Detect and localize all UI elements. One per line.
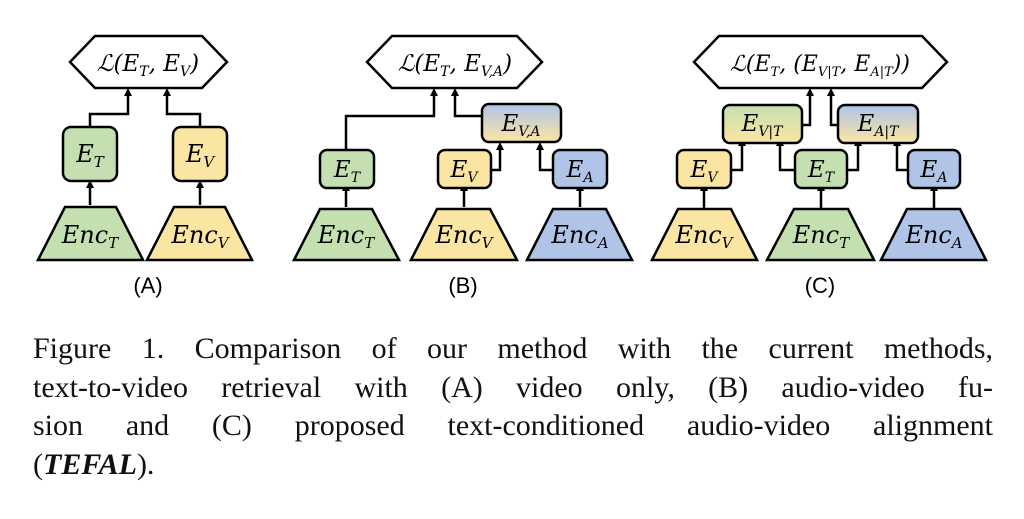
connector bbox=[846, 138, 862, 172]
connector bbox=[893, 138, 908, 172]
embedding-audio-given-text bbox=[836, 103, 920, 145]
encoder-audio bbox=[878, 207, 989, 262]
embedding-video bbox=[171, 125, 229, 183]
connector bbox=[776, 138, 795, 172]
encoder-text bbox=[35, 205, 146, 262]
loss-hexagon bbox=[68, 34, 229, 90]
loss-label: ℒ(ET, EV) bbox=[97, 51, 199, 80]
panel-label: (A) bbox=[133, 273, 162, 298]
connector bbox=[88, 88, 132, 127]
caption-line: text-to-video retrieval with (A) video o… bbox=[33, 370, 993, 404]
panel-c: ℒ(ET, (EV|T, EA|T)) EV|T EA|T EV ET EA E… bbox=[649, 34, 989, 298]
embedding-text bbox=[793, 148, 849, 190]
embedding-audio bbox=[906, 148, 962, 190]
caption-line: sion and (C) proposed text-conditioned a… bbox=[33, 409, 993, 442]
connector bbox=[491, 142, 504, 172]
encoder-video bbox=[408, 207, 520, 262]
connector bbox=[344, 88, 438, 149]
figure-caption: Figure 1. Comparison of our method with … bbox=[33, 330, 993, 484]
encoder-text bbox=[291, 207, 402, 262]
encoder-text bbox=[764, 207, 877, 262]
encoder-video bbox=[649, 207, 760, 262]
encoder-label: EncA bbox=[550, 221, 608, 252]
panel-b: ℒ(ET, EV,A) EV,A ET EV EA EncT EncV EncA… bbox=[291, 34, 635, 298]
embedding-video bbox=[436, 148, 493, 190]
connector bbox=[163, 88, 202, 127]
encoder-video bbox=[144, 205, 255, 262]
embedding-video bbox=[675, 148, 733, 190]
embedding-text bbox=[318, 148, 376, 190]
connector bbox=[731, 138, 746, 172]
embedding-video-given-text bbox=[721, 103, 804, 145]
caption-paren-open: ( bbox=[33, 447, 43, 481]
embedding-text bbox=[61, 125, 119, 183]
connector bbox=[451, 88, 482, 118]
caption-paren-close: ). bbox=[136, 447, 155, 481]
loss-label: ℒ(ET, EV,A) bbox=[398, 51, 512, 80]
connector bbox=[536, 142, 553, 172]
caption-line: (TEFAL). bbox=[33, 446, 993, 485]
caption-line: Figure 1. Comparison of our method with … bbox=[33, 332, 993, 365]
figure-diagram: ℒ(ET, EV) ET EV EncT EncV (A) ℒ(ET, EV,A… bbox=[35, 34, 989, 298]
connector bbox=[802, 88, 814, 127]
connector bbox=[827, 88, 838, 127]
embedding-audio bbox=[551, 148, 609, 190]
embedding-label: ET bbox=[333, 157, 362, 186]
encoder-audio bbox=[524, 207, 635, 262]
loss-hexagon bbox=[365, 34, 544, 90]
loss-label: ℒ(ET, (EV|T, EA|T)) bbox=[730, 52, 910, 80]
panel-a: ℒ(ET, EV) ET EV EncT EncV (A) bbox=[35, 34, 255, 298]
embedding-fused bbox=[480, 102, 563, 144]
panel-label: (B) bbox=[448, 273, 477, 298]
panel-label: (C) bbox=[805, 273, 836, 298]
method-name: TEFAL bbox=[43, 447, 137, 481]
loss-hexagon bbox=[692, 34, 949, 90]
